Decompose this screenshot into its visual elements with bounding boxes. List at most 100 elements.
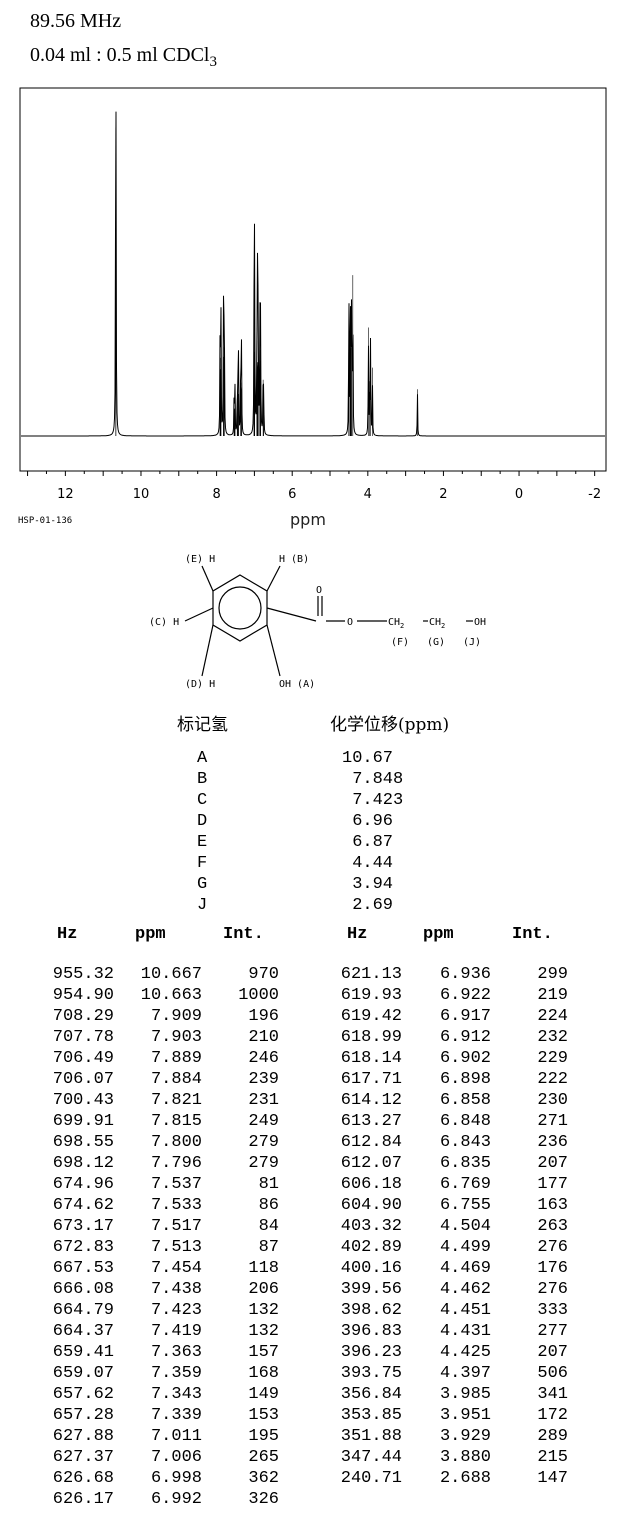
peak-table-cell: 3.985 xyxy=(439,1385,491,1404)
peak-table-cell: 7.884 xyxy=(150,1070,202,1089)
peak-table-cell: 393.75 xyxy=(340,1364,402,1383)
peak-table-cell: 664.37 xyxy=(52,1322,114,1341)
peak-table-cell: 333 xyxy=(537,1301,568,1320)
shift-row-value: 10.67 xyxy=(342,749,394,768)
shift-row-label: E xyxy=(197,833,208,852)
peak-table-cell: 627.88 xyxy=(52,1427,114,1446)
peak-table-cell: 87 xyxy=(258,1238,279,1257)
shift-row-label: B xyxy=(197,770,208,789)
peak-table-cell: 6.898 xyxy=(439,1070,491,1089)
peak-table-cell: 326 xyxy=(248,1490,279,1509)
peak-table-cell: 667.53 xyxy=(52,1259,114,1278)
peak-table-header: ppm xyxy=(135,925,166,944)
peak-table-cell: 698.12 xyxy=(52,1154,114,1173)
shift-row-value: 6.87 xyxy=(342,833,394,852)
peak-table-cell: 277 xyxy=(537,1322,568,1341)
peak-table-cell: 612.07 xyxy=(340,1154,402,1173)
peak-table-cell: 6.843 xyxy=(439,1133,491,1152)
peak-table-cell: 403.32 xyxy=(340,1217,402,1236)
sample-text: 0.04 ml : 0.5 ml CDCl xyxy=(30,44,210,66)
bond-e xyxy=(201,565,214,592)
peak-table-cell: 7.796 xyxy=(150,1154,202,1173)
x-tick-label: 8 xyxy=(212,487,220,502)
ch2-f-sub: 2 xyxy=(400,622,404,630)
peak-table-cell: 664.79 xyxy=(52,1301,114,1320)
peak-table-cell: 246 xyxy=(248,1049,279,1068)
peak-table-cell: 400.16 xyxy=(340,1259,402,1278)
label-ch2-f: CH2 xyxy=(388,617,404,630)
label-c: (C) H xyxy=(149,617,179,628)
peak-table-cell: 672.83 xyxy=(52,1238,114,1257)
peak-table-cell: 362 xyxy=(248,1469,279,1488)
peak-table-cell: 666.08 xyxy=(52,1280,114,1299)
label-j: (J) xyxy=(463,637,481,648)
peak-table-cell: 353.85 xyxy=(340,1406,402,1425)
peak-table-cell: 4.462 xyxy=(439,1280,491,1299)
peak-table-cell: 7.815 xyxy=(150,1112,202,1131)
peak-table-cell: 6.848 xyxy=(439,1112,491,1131)
x-tick-label: 4 xyxy=(364,487,372,502)
peak-table-cell: 7.438 xyxy=(150,1280,202,1299)
peak-table-cell: 6.755 xyxy=(439,1196,491,1215)
peak-table-cell: 7.423 xyxy=(150,1301,202,1320)
label-b: H (B) xyxy=(279,554,309,565)
peak-table-cell: 172 xyxy=(537,1406,568,1425)
peak-table-cell: 118 xyxy=(248,1259,279,1278)
peak-table-cell: 7.517 xyxy=(150,1217,202,1236)
x-tick-label: 6 xyxy=(288,487,296,502)
shift-header-label: 标记氢 xyxy=(177,715,228,735)
peak-table-cell: 7.909 xyxy=(150,1007,202,1026)
shift-row-value: 4.44 xyxy=(342,854,394,873)
peak-table-cell: 7.800 xyxy=(150,1133,202,1152)
peak-table-cell: 954.90 xyxy=(52,986,114,1005)
label-ester-o: O xyxy=(347,617,353,628)
peak-table-cell: 347.44 xyxy=(340,1448,402,1467)
peak-table-cell: 6.936 xyxy=(439,965,491,984)
peak-table-cell: 627.37 xyxy=(52,1448,114,1467)
x-tick-label: 0 xyxy=(515,487,523,502)
shift-row-value: 3.94 xyxy=(342,875,394,894)
peak-table-header: Int. xyxy=(223,925,264,944)
peak-table-cell: 659.07 xyxy=(52,1364,114,1383)
x-tick-label: 2 xyxy=(439,487,447,502)
peak-table-cell: 396.83 xyxy=(340,1322,402,1341)
peak-table-cell: 7.011 xyxy=(150,1427,202,1446)
peak-table-cell: 4.504 xyxy=(439,1217,491,1236)
peak-table-cell: 10.663 xyxy=(140,986,202,1005)
label-carbonyl-o: O xyxy=(316,585,322,596)
peak-table-cell: 612.84 xyxy=(340,1133,402,1152)
peak-table-cell: 207 xyxy=(537,1343,568,1362)
peak-table-cell: 206 xyxy=(248,1280,279,1299)
peak-table-cell: 231 xyxy=(248,1091,279,1110)
peak-table-cell: 6.912 xyxy=(439,1028,491,1047)
peak-table-cell: 7.537 xyxy=(150,1175,202,1194)
peak-table-cell: 6.769 xyxy=(439,1175,491,1194)
shift-header-ppm: 化学位移(ppm) xyxy=(330,715,450,735)
peak-table-cell: 7.513 xyxy=(150,1238,202,1257)
peak-table-cell: 619.42 xyxy=(340,1007,402,1026)
peak-table-cell: 657.62 xyxy=(52,1385,114,1404)
peak-table-cell: 240.71 xyxy=(340,1469,402,1488)
peak-table-cell: 4.499 xyxy=(439,1238,491,1257)
peak-table-cell: 618.14 xyxy=(340,1049,402,1068)
peak-table-cell: 626.17 xyxy=(52,1490,114,1509)
peak-table-cell: 219 xyxy=(537,986,568,1005)
peak-table-header: Hz xyxy=(57,925,78,944)
peak-table-cell: 396.23 xyxy=(340,1343,402,1362)
spectrometer-frequency: 89.56 MHz xyxy=(30,10,122,32)
peak-table-cell: 619.93 xyxy=(340,986,402,1005)
peak-table-cell: 706.07 xyxy=(52,1070,114,1089)
peak-table-cell: 249 xyxy=(248,1112,279,1131)
peak-table-cell: 6.858 xyxy=(439,1091,491,1110)
peak-table-cell: 147 xyxy=(537,1469,568,1488)
peak-table-cell: 224 xyxy=(537,1007,568,1026)
peak-table-header: Hz xyxy=(347,925,368,944)
shift-row-label: J xyxy=(197,896,208,915)
peak-table-cell: 279 xyxy=(248,1133,279,1152)
peak-table-cell: 614.12 xyxy=(340,1091,402,1110)
peak-table-cell: 673.17 xyxy=(52,1217,114,1236)
peak-table-cell: 626.68 xyxy=(52,1469,114,1488)
aromatic-circle xyxy=(218,586,262,630)
peak-table-cell: 3.929 xyxy=(439,1427,491,1446)
peak-table-cell: 700.43 xyxy=(52,1091,114,1110)
